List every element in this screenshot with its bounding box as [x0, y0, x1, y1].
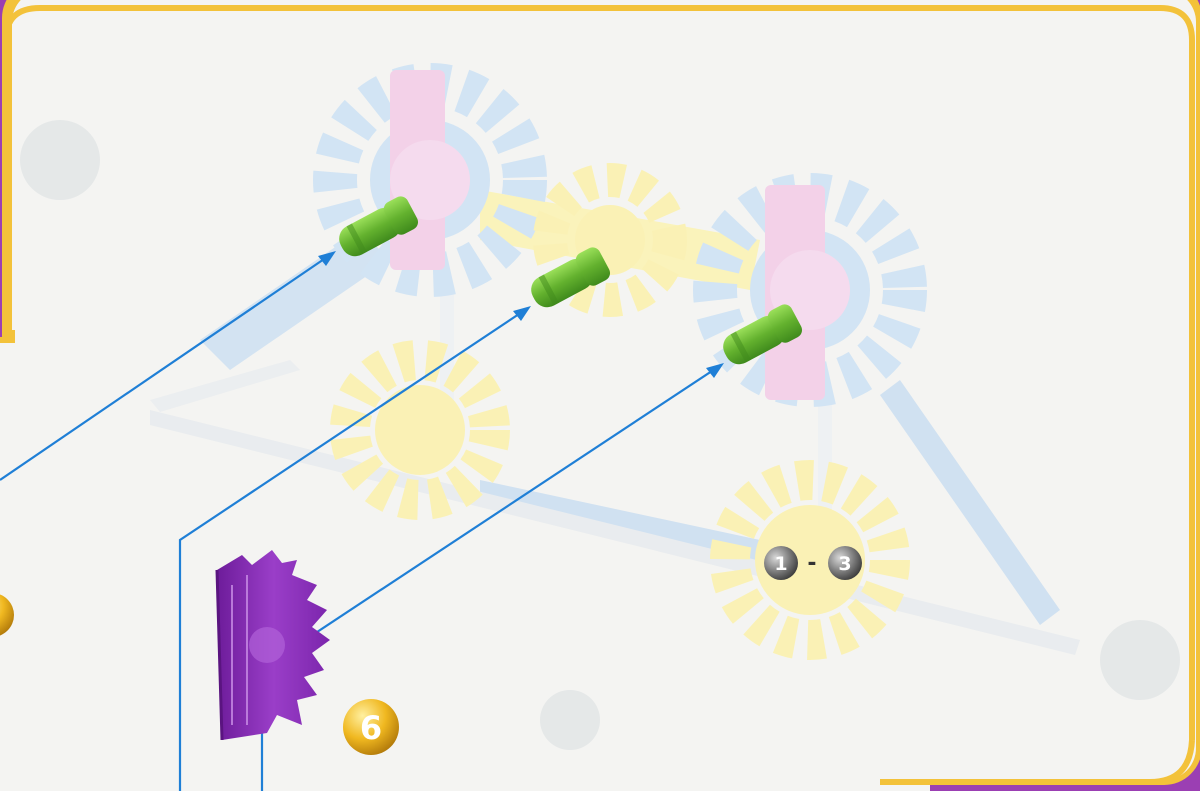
- step-range-separator: -: [807, 551, 816, 576]
- step-range-badge-to: 3: [828, 546, 862, 580]
- svg-text:3: 3: [838, 553, 851, 575]
- step-range-badge-from: 1: [764, 546, 798, 580]
- svg-text:6: 6: [360, 709, 382, 747]
- step-number-badge: 6: [343, 699, 399, 755]
- svg-text:1: 1: [774, 553, 787, 575]
